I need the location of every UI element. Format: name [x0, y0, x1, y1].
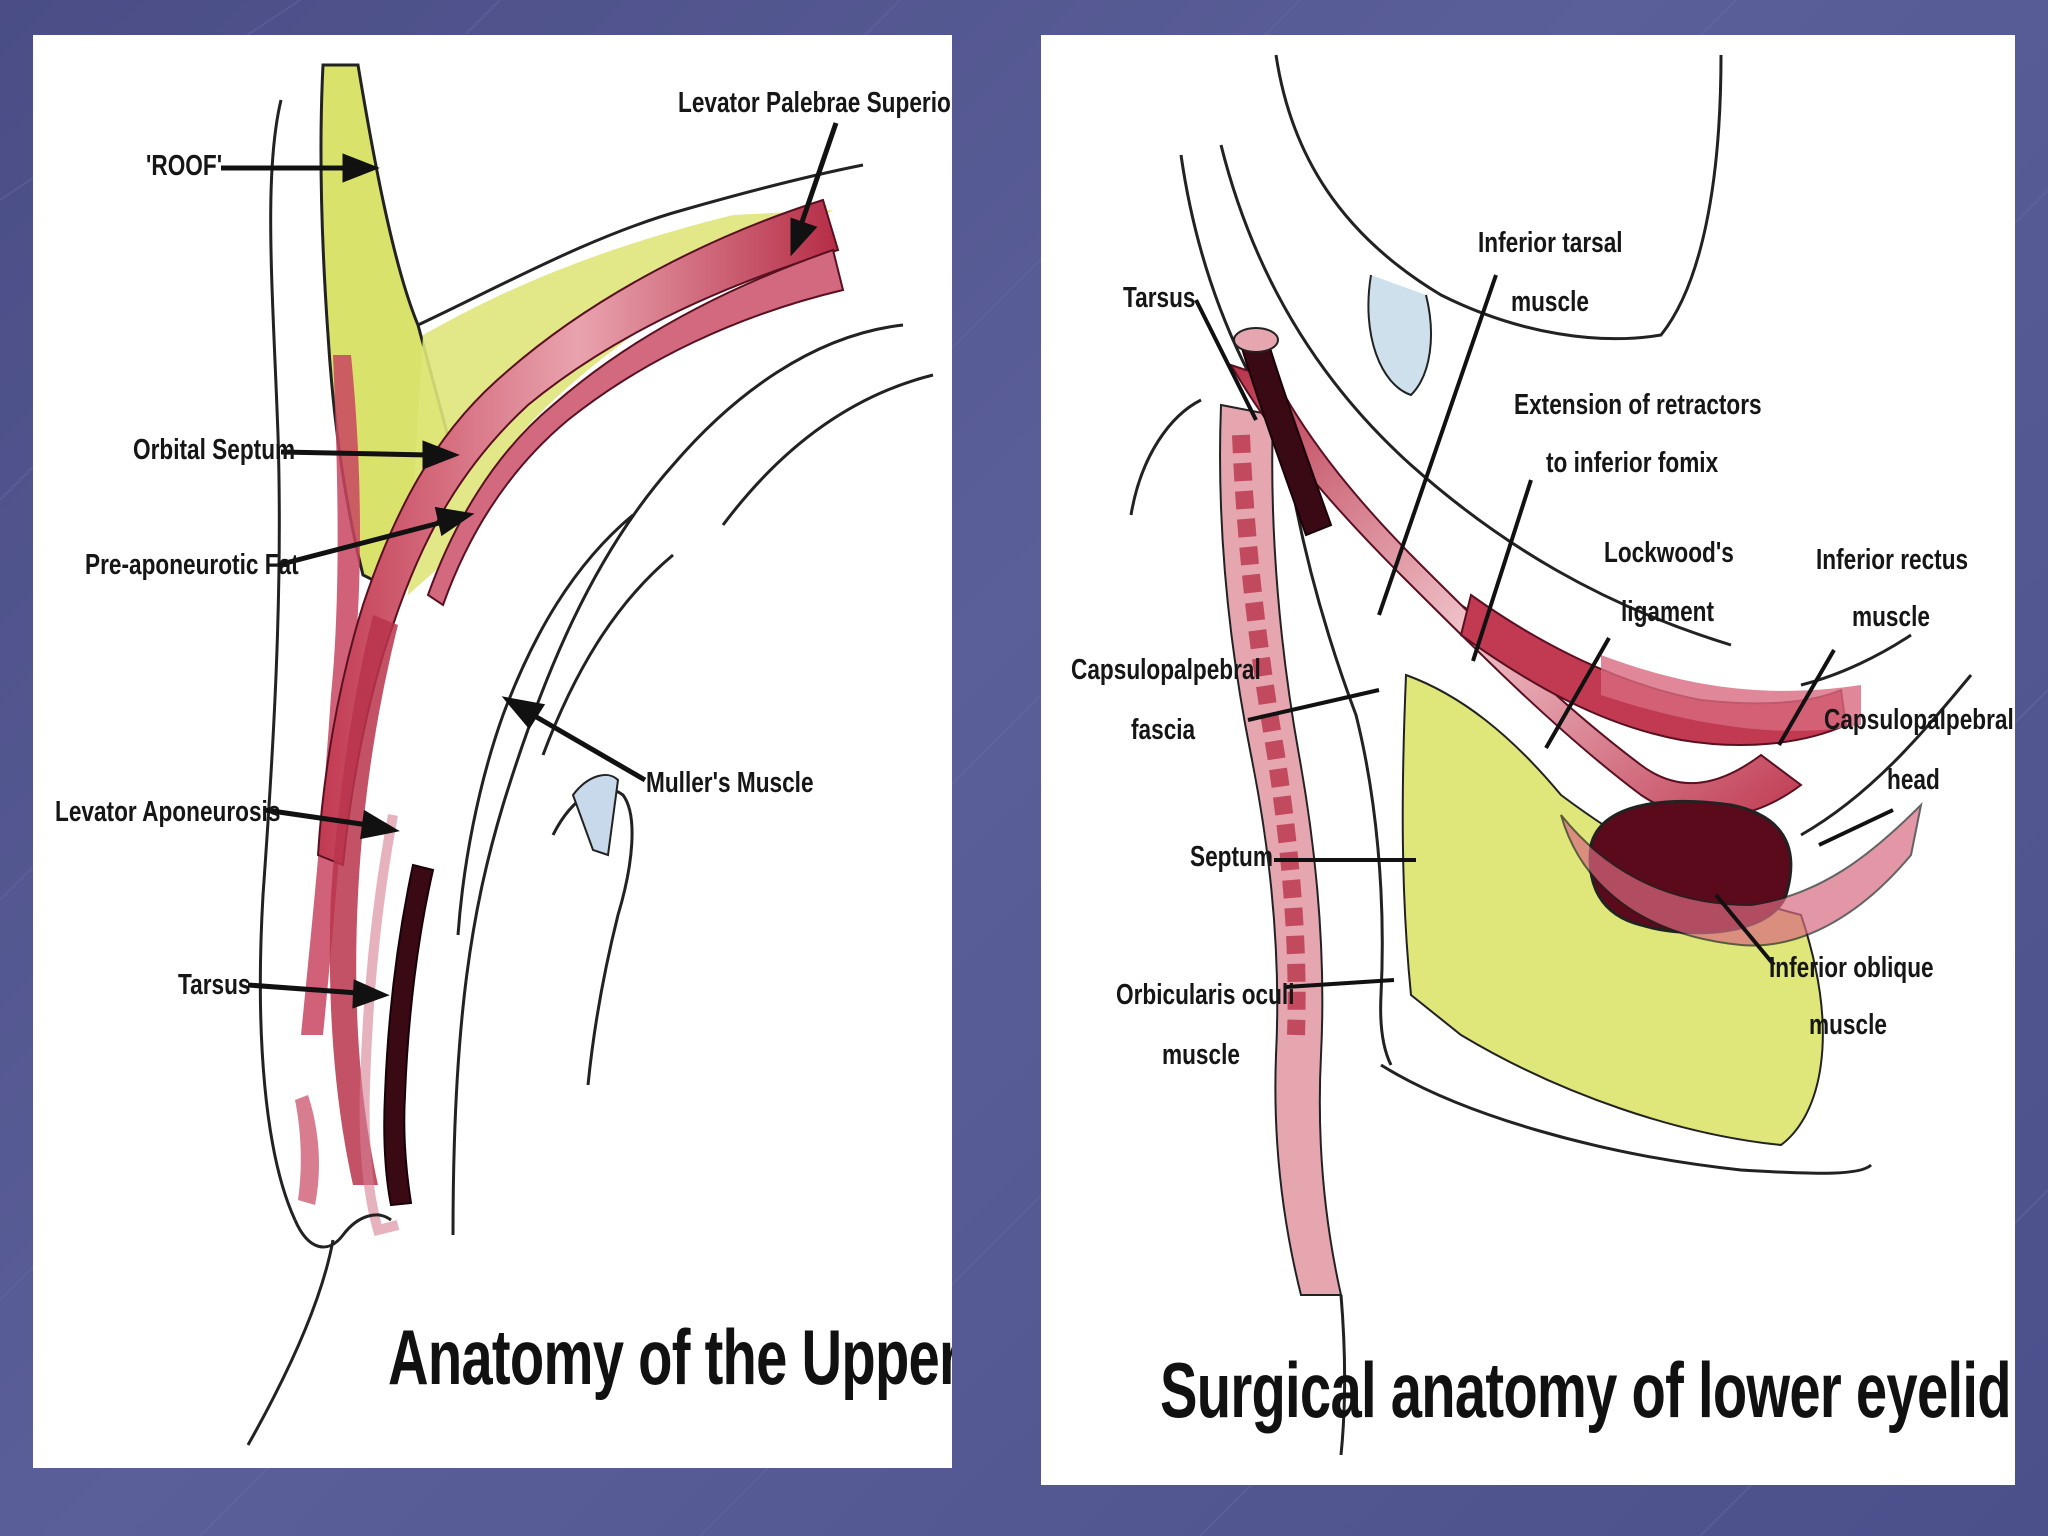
label-capsulopalpebral-head-line1: Capsulopalpebral	[1824, 704, 2014, 736]
label-orbicularis-line1: Orbicularis oculi	[1116, 979, 1295, 1011]
label-inferior-rectus-line2: muscle	[1852, 601, 1930, 633]
label-inferior-tarsal-line2: muscle	[1511, 286, 1589, 318]
label-inferior-oblique-line1: Inferior oblique	[1769, 952, 1934, 984]
upper-lid-panel: 'ROOF' Levator Palebrae Superioris Orbit…	[33, 35, 952, 1468]
label-lockwood-line1: Lockwood's	[1604, 537, 1734, 569]
label-roof: 'ROOF'	[146, 150, 223, 182]
label-orbital-septum: Orbital Septum	[133, 434, 296, 466]
label-extension-line2: to inferior fomix	[1546, 447, 1719, 479]
label-inferior-oblique-line2: muscle	[1809, 1009, 1887, 1041]
label-lockwood-line2: ligament	[1621, 596, 1715, 628]
lower-lid-title: Surgical anatomy of lower eyelid	[1160, 1346, 2012, 1434]
label-capsulopalpebral-fascia-line1: Capsulopalpebral	[1071, 654, 1261, 686]
lower-lid-illustration	[1129, 54, 1973, 1456]
label-tarsus-lower: Tarsus	[1123, 282, 1196, 314]
label-preaponeurotic-fat: Pre-aponeurotic Fat	[85, 549, 299, 581]
label-levator-aponeurosis: Levator Aponeurosis	[55, 796, 281, 828]
label-inferior-tarsal-line1: Inferior tarsal	[1478, 227, 1623, 259]
label-extension-line1: Extension of retractors	[1514, 389, 1762, 421]
upper-lid-title: Anatomy of the Upper Lid	[388, 1313, 952, 1401]
label-tarsus-upper: Tarsus	[178, 969, 251, 1001]
label-orbicularis-line2: muscle	[1162, 1039, 1240, 1071]
label-septum: Septum	[1190, 841, 1273, 873]
label-levator-palpebrae-superioris: Levator Palebrae Superioris	[678, 87, 952, 119]
lower-lid-panel: Tarsus Inferior tarsal muscle Extension …	[1041, 35, 2015, 1485]
label-capsulopalpebral-head-line2: head	[1887, 764, 1940, 796]
label-capsulopalpebral-fascia-line2: fascia	[1131, 714, 1196, 746]
upper-lid-illustration	[221, 63, 934, 1446]
label-mullers-muscle: Muller's Muscle	[646, 767, 814, 799]
label-inferior-rectus-line1: Inferior rectus	[1816, 544, 1969, 576]
